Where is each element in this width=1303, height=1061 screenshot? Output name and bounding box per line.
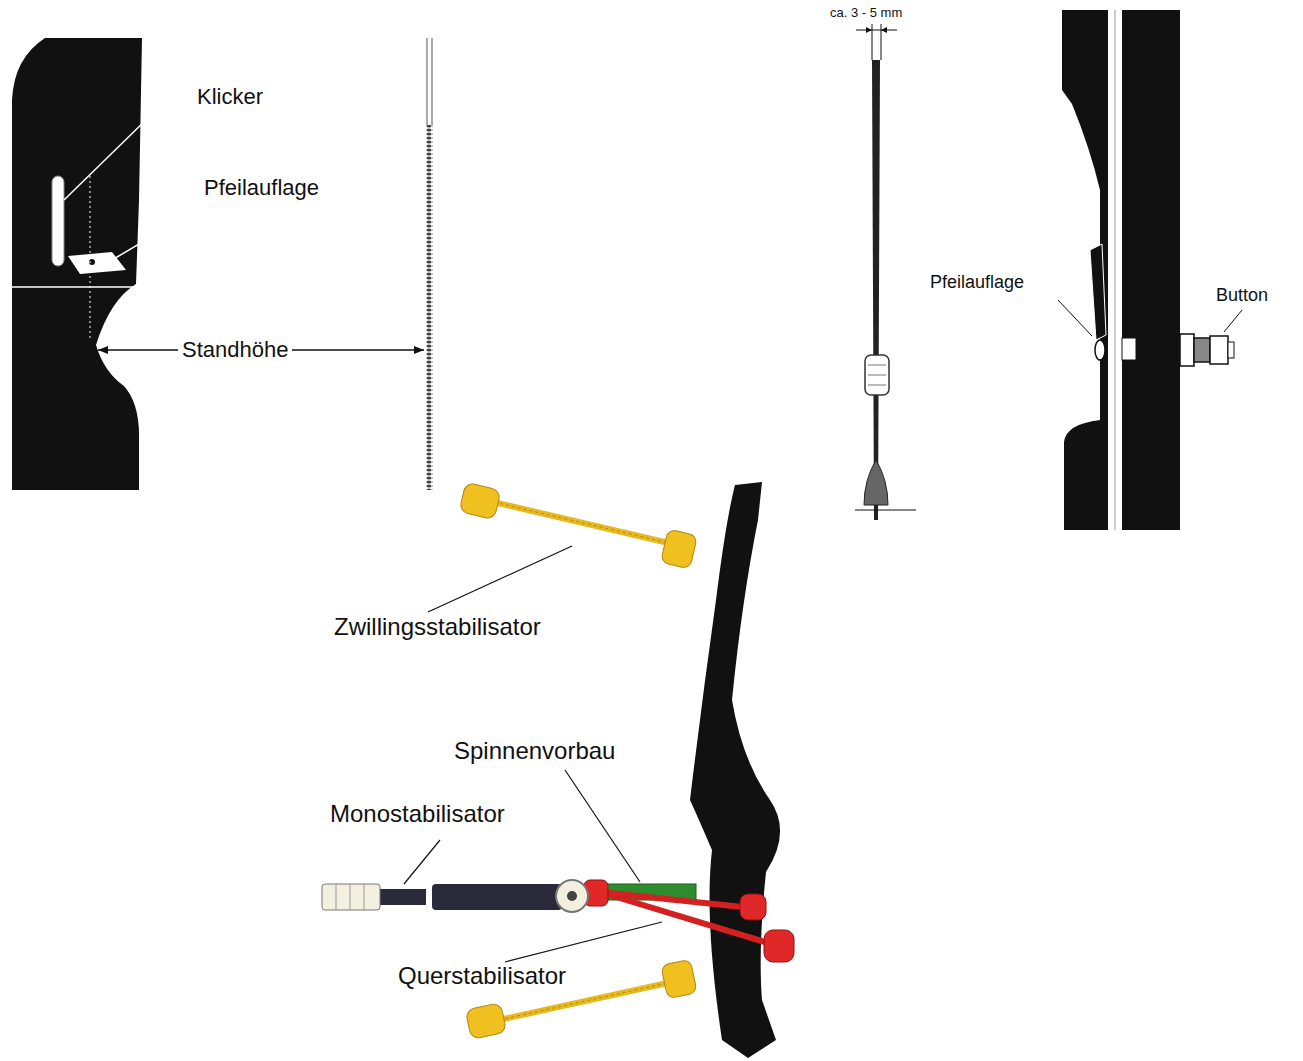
bow-stabilizer-view (322, 482, 794, 1058)
dimension-label: ca. 3 - 5 mm (830, 6, 902, 21)
arrow-tiller-view (855, 24, 916, 520)
part-label: Querstabilisator (398, 962, 566, 990)
dimension-label: Standhöhe (178, 337, 292, 362)
part-label: Pfeilauflage (930, 272, 1024, 293)
riser-side-view (12, 38, 433, 490)
part-label: Button (1216, 285, 1268, 306)
part-label: Pfeilauflage (204, 175, 319, 200)
part-label: Spinnenvorbau (454, 737, 615, 765)
part-label: Monostabilisator (330, 800, 505, 828)
part-label: Zwillingsstabilisator (334, 613, 541, 641)
riser-window-view (1058, 10, 1242, 530)
part-label: Klicker (197, 84, 263, 109)
